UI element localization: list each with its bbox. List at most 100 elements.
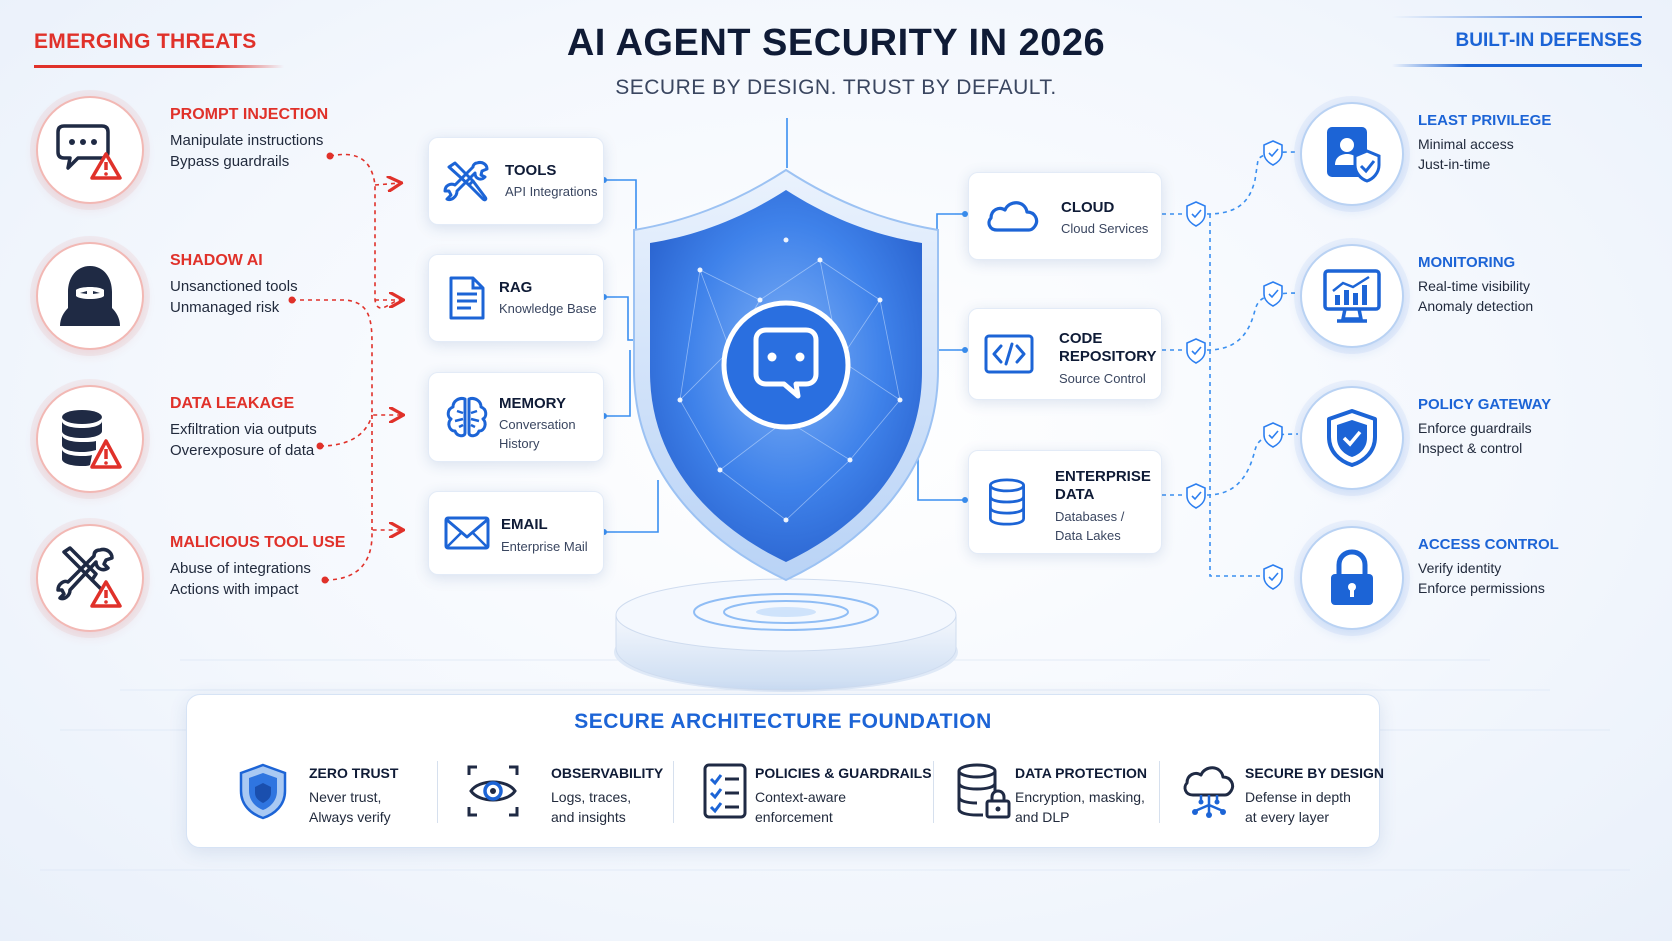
defense-line-2: Enforce permissions [1418, 580, 1545, 596]
header-left-underline [34, 65, 284, 68]
foundation-item-line-2: Always verify [309, 809, 391, 825]
page-subtitle: SECURE BY DESIGN. TRUST BY DEFAULT. [615, 76, 1057, 99]
database-lock-icon [957, 763, 1011, 819]
foundation-divider [437, 761, 438, 823]
foundation-item-title: POLICIES & GUARDRAILS [755, 765, 932, 781]
foundation-item-line-1: Encryption, masking, [1015, 789, 1145, 805]
defense-least-privilege: LEAST PRIVILEGE Minimal access Just-in-t… [1300, 102, 1660, 212]
foundation-item-data-protection: DATA PROTECTION Encryption, masking, and… [953, 757, 1163, 829]
resource-subtitle: Cloud Services [1061, 221, 1149, 236]
padlock-icon [1300, 526, 1404, 630]
built-in-defenses-label: BUILT-IN DEFENSES [1455, 30, 1643, 51]
envelope-icon [444, 516, 490, 550]
resource-title-2: DATA [1055, 486, 1095, 503]
resource-card-memory: MEMORY Conversation History [428, 372, 604, 462]
defense-line-1: Verify identity [1418, 560, 1502, 576]
resource-subtitle: Source Control [1059, 371, 1146, 386]
foundation-item-line-2: enforcement [755, 809, 833, 825]
threat-shadow-ai: SHADOW AI Unsanctioned tools Unmanaged r… [36, 242, 426, 352]
foundation-item-secure-by-design: SECURE BY DESIGN Defense in depth at eve… [1179, 757, 1384, 829]
foundation-item-line-1: Logs, traces, [551, 789, 632, 805]
resource-title: RAG [499, 279, 533, 296]
defense-title: MONITORING [1418, 254, 1516, 271]
foundation-item-line-1: Defense in depth [1245, 789, 1351, 805]
resource-subtitle: Knowledge Base [499, 301, 597, 316]
brain-icon [446, 397, 488, 438]
resource-title: ENTERPRISE [1055, 468, 1151, 485]
defense-policy-gateway: POLICY GATEWAY Enforce guardrails Inspec… [1300, 386, 1660, 496]
eye-icon [467, 765, 519, 817]
threat-line-1: Unsanctioned tools [170, 278, 298, 295]
threat-title: MALICIOUS TOOL USE [170, 534, 346, 551]
resource-card-enterprise-data: ENTERPRISE DATA Databases / Data Lakes [968, 450, 1162, 554]
threat-title: SHADOW AI [170, 252, 263, 269]
foundation-divider [933, 761, 934, 823]
threat-line-1: Exfiltration via outputs [170, 421, 317, 438]
resource-card-cloud: CLOUD Cloud Services [968, 172, 1162, 260]
resource-title: EMAIL [501, 516, 548, 533]
foundation-item-line-1: Context-aware [755, 789, 847, 805]
threat-title: PROMPT INJECTION [170, 106, 329, 123]
resource-card-code-repository: CODE REPOSITORY Source Control [968, 308, 1162, 400]
foundation-item-line-2: and DLP [1015, 809, 1070, 825]
defense-line-1: Real-time visibility [1418, 278, 1531, 294]
defense-access-control: ACCESS CONTROL Verify identity Enforce p… [1300, 526, 1660, 636]
resource-subtitle-2: Data Lakes [1055, 528, 1121, 543]
shield-icon [239, 763, 287, 820]
header-right-topline [1392, 16, 1642, 18]
resource-subtitle-2: History [499, 436, 540, 451]
resource-subtitle: Conversation [499, 417, 576, 432]
database-icon [989, 478, 1025, 526]
resource-title: CLOUD [1061, 199, 1115, 216]
shield-check-icon [1300, 386, 1404, 490]
chat-bubble-icon [753, 327, 819, 399]
cloud-icon [987, 201, 1039, 232]
threat-line-2: Overexposure of data [170, 442, 315, 459]
tools-icon [443, 161, 489, 202]
foundation-panel: SECURE ARCHITECTURE FOUNDATION ZERO TRUS… [186, 694, 1384, 848]
resource-title: MEMORY [499, 395, 566, 412]
defense-line-2: Inspect & control [1418, 440, 1523, 456]
threat-title: DATA LEAKAGE [170, 395, 295, 412]
page-title: AI AGENT SECURITY IN 2026 [566, 22, 1106, 64]
resource-subtitle: Databases / [1055, 509, 1125, 524]
resource-subtitle: Enterprise Mail [501, 539, 588, 554]
hooded-figure-icon [36, 242, 144, 350]
resource-subtitle: API Integrations [505, 184, 598, 199]
threat-line-1: Manipulate instructions [170, 132, 324, 149]
foundation-item-title: OBSERVABILITY [551, 765, 664, 781]
foundation-item-title: SECURE BY DESIGN [1245, 765, 1384, 781]
checklist-icon [703, 763, 747, 819]
defense-monitoring: MONITORING Real-time visibility Anomaly … [1300, 244, 1660, 354]
resource-title-2: REPOSITORY [1059, 348, 1157, 365]
foundation-divider [673, 761, 674, 823]
code-icon [984, 334, 1034, 374]
foundation-item-policies-guardrails: POLICIES & GUARDRAILS Context-aware enfo… [695, 757, 935, 829]
defense-check-badges [1186, 140, 1283, 590]
tools-warning-icon [36, 524, 144, 632]
database-warning-icon [36, 385, 144, 493]
defense-title: POLICY GATEWAY [1418, 396, 1552, 413]
chat-warning-icon [36, 96, 144, 204]
emerging-threats-header: EMERGING THREATS [34, 30, 284, 68]
foundation-item-line-1: Never trust, [309, 789, 382, 805]
resource-card-email: EMAIL Enterprise Mail [428, 491, 604, 575]
defense-connectors [1162, 151, 1299, 577]
defense-line-2: Just-in-time [1418, 156, 1491, 172]
defense-title: ACCESS CONTROL [1418, 536, 1559, 553]
foundation-item-title: ZERO TRUST [309, 765, 399, 781]
threat-line-2: Bypass guardrails [170, 153, 290, 170]
built-in-defenses-header: BUILT-IN DEFENSES [1392, 16, 1643, 67]
threat-line-2: Actions with impact [170, 581, 299, 598]
foundation-item-title: DATA PROTECTION [1015, 765, 1147, 781]
resource-title: CODE [1059, 330, 1103, 347]
foundation-item-observability: OBSERVABILITY Logs, traces, and insights [463, 757, 683, 829]
threat-connectors [292, 153, 402, 581]
resource-title: TOOLS [505, 162, 557, 179]
user-shield-icon [1300, 102, 1404, 206]
foundation-item-zero-trust: ZERO TRUST Never trust, Always verify [233, 757, 443, 829]
document-icon [449, 276, 485, 320]
threat-line-1: Abuse of integrations [170, 560, 311, 577]
threat-line-2: Unmanaged risk [170, 299, 280, 316]
